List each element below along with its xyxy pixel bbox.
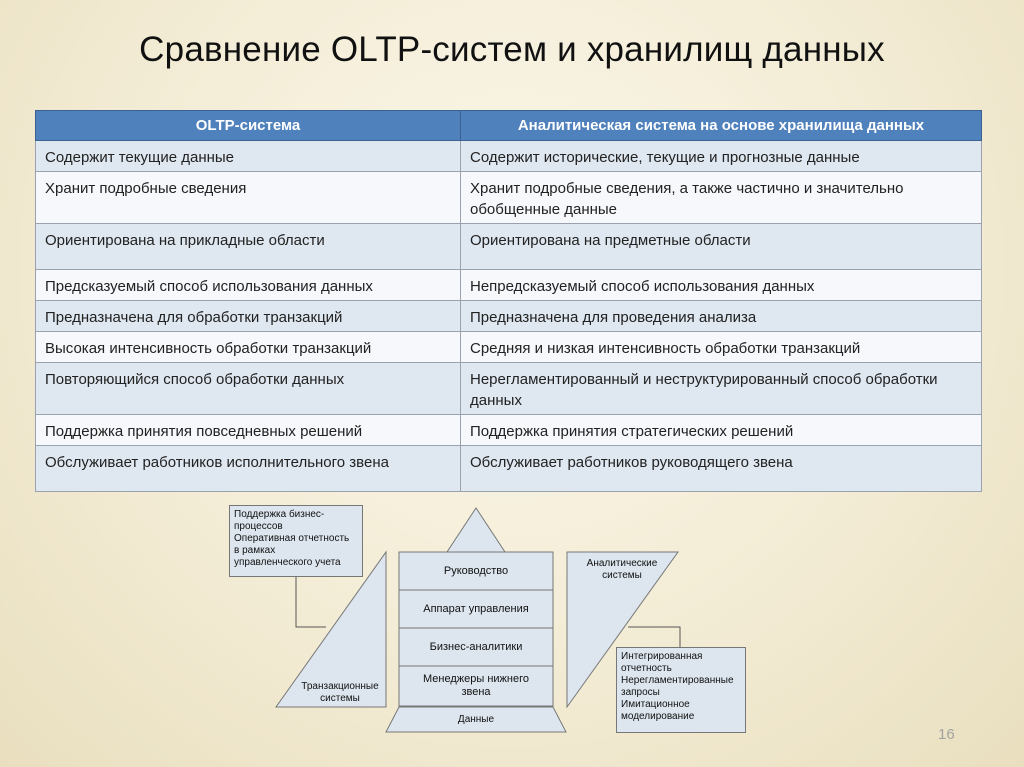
level-managers-label: Менеджеры нижнего звена	[399, 673, 553, 699]
table-cell: Поддержка принятия повседневных решений	[35, 414, 461, 446]
table-row: Повторяющийся способ обработки данных Не…	[35, 362, 982, 415]
analytic-label-line: системы	[602, 570, 642, 581]
diagram-shapes	[275, 507, 681, 733]
header-dwh: Аналитическая система на основе хранилищ…	[460, 110, 982, 141]
header-oltp: OLTP-система	[35, 110, 461, 141]
right-box-line: запросы	[621, 687, 660, 698]
table-cell: Высокая интенсивность обработки транзакц…	[35, 331, 461, 363]
level-managers-line: Менеджеры нижнего	[423, 673, 529, 685]
level-management-box	[398, 551, 554, 591]
page-number: 16	[938, 726, 955, 743]
table-row: Поддержка принятия повседневных решений …	[35, 414, 982, 446]
slide-title: Сравнение OLTP-систем и хранилищ данных	[139, 30, 885, 69]
analytic-label-line: Аналитические	[586, 558, 658, 569]
table-row: Ориентирована на прикладные области Орие…	[35, 223, 982, 270]
right-info-box: Интегрированная отчетность Нерегламентир…	[616, 647, 746, 733]
table-cell: Предсказуемый способ использования данны…	[35, 269, 461, 301]
table-header-row: OLTP-система Аналитическая система на ос…	[35, 110, 982, 141]
right-box-line: Имитационное	[621, 699, 690, 710]
table-cell: Предназначена для обработки транзакций	[35, 300, 461, 332]
left-box-line: в рамках	[234, 545, 276, 556]
connector-right	[628, 626, 681, 647]
right-box-line: Нерегламентированные	[621, 675, 734, 686]
table-cell: Средняя и низкая интенсивность обработки…	[460, 331, 982, 363]
analytic-systems-label: Аналитические системы	[572, 558, 672, 582]
right-box-line: отчетность	[621, 663, 672, 674]
level-data-label: Данные	[457, 714, 495, 725]
pyramid-top-triangle	[446, 507, 506, 553]
level-apparatus-label: Аппарат управления	[423, 603, 529, 615]
table-row: Содержит текущие данные Содержит историч…	[35, 140, 982, 172]
table-cell: Повторяющийся способ обработки данных	[35, 362, 461, 415]
table-row: Высокая интенсивность обработки транзакц…	[35, 331, 982, 363]
table-cell: Хранит подробные сведения	[35, 171, 461, 224]
table-cell: Предназначена для проведения анализа	[460, 300, 982, 332]
table-cell: Хранит подробные сведения, а также части…	[460, 171, 982, 224]
table-cell: Обслуживает работников исполнительного з…	[35, 445, 461, 492]
transaction-label-line: Транзакционные	[301, 681, 379, 692]
table-row: Хранит подробные сведения Хранит подробн…	[35, 171, 982, 224]
right-box-line: моделирование	[621, 711, 695, 722]
systems-diagram: Поддержка бизнес- процессов Оперативная …	[0, 495, 1024, 755]
data-base-trapezoid	[385, 706, 567, 733]
right-box-line: Интегрированная	[621, 651, 703, 662]
connector-left	[295, 577, 326, 628]
table-cell: Обслуживает работников руководящего звен…	[460, 445, 982, 492]
left-box-line: Поддержка бизнес-	[234, 509, 325, 520]
left-box-line: Оперативная отчетность	[234, 533, 350, 544]
table-row: Обслуживает работников исполнительного з…	[35, 445, 982, 492]
comparison-table: OLTP-система Аналитическая система на ос…	[35, 110, 982, 492]
table-row: Предназначена для обработки транзакций П…	[35, 300, 982, 332]
table-cell: Ориентирована на предметные области	[460, 223, 982, 270]
level-apparatus-box	[398, 589, 554, 629]
table-cell: Содержит исторические, текущие и прогноз…	[460, 140, 982, 172]
table-cell: Нерегламентированный и неструктурированн…	[460, 362, 982, 415]
level-managers-line: звена	[461, 686, 491, 698]
table-cell: Ориентирована на прикладные области	[35, 223, 461, 270]
analytic-systems-triangle	[566, 551, 679, 709]
transaction-label-line: системы	[320, 693, 360, 704]
transaction-systems-triangle	[275, 550, 387, 708]
left-box-line: управленческого учета	[234, 557, 341, 568]
table-cell: Содержит текущие данные	[35, 140, 461, 172]
table-row: Предсказуемый способ использования данны…	[35, 269, 982, 301]
left-box-line: процессов	[234, 521, 283, 532]
transaction-systems-label: Транзакционные системы	[290, 681, 390, 705]
table-cell: Непредсказуемый способ использования дан…	[460, 269, 982, 301]
left-info-box: Поддержка бизнес- процессов Оперативная …	[229, 505, 363, 577]
level-management-label: Руководство	[443, 565, 509, 577]
level-analysts-label: Бизнес-аналитики	[429, 641, 523, 653]
table-cell: Поддержка принятия стратегических решени…	[460, 414, 982, 446]
level-managers-box	[398, 665, 554, 707]
